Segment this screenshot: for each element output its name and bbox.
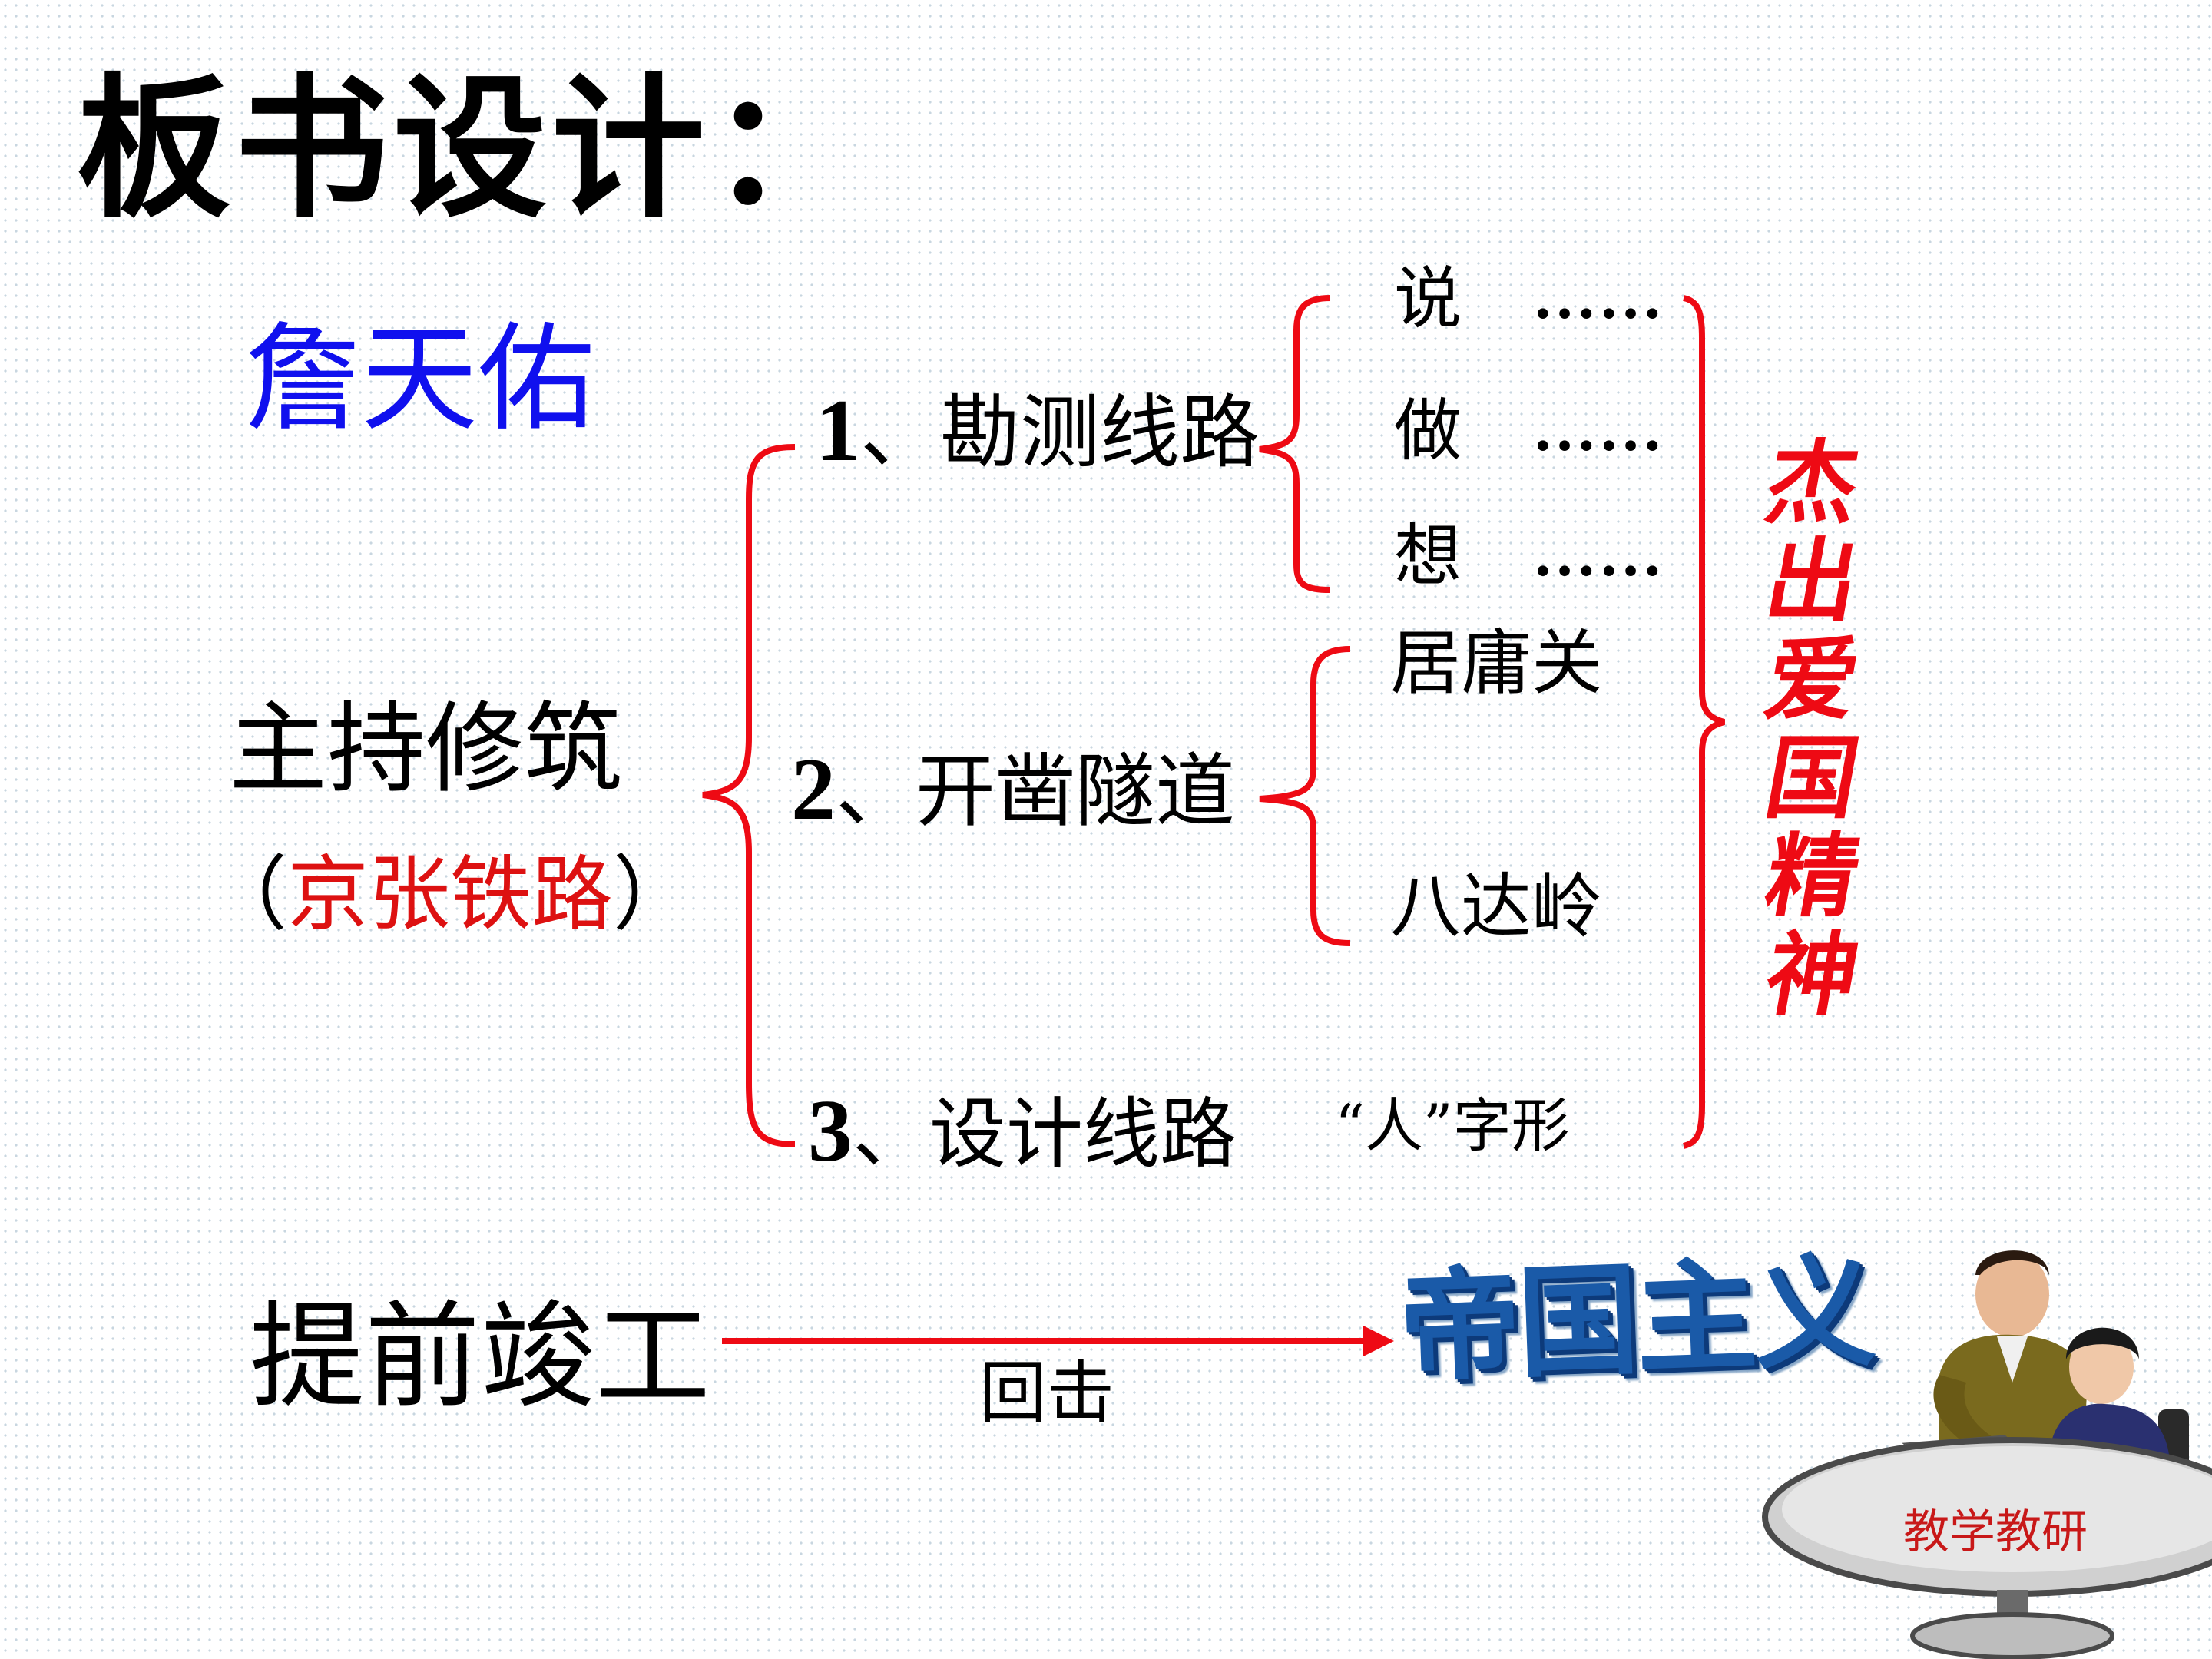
- right-brace: [1682, 295, 1726, 1149]
- step-3-text: 、设计线路: [853, 1089, 1237, 1179]
- step-1-text: 、勘测线路: [860, 386, 1260, 479]
- logo-text: 教学教研: [1903, 1505, 2088, 1559]
- spirit-char: 爱: [1757, 626, 1868, 733]
- subject-name: 詹天佑: [244, 311, 594, 447]
- survey-item-dots: ……: [1532, 518, 1664, 590]
- survey-item-dots: ……: [1532, 261, 1664, 333]
- arrow-head: [1363, 1326, 1394, 1356]
- completion-label: 提前竣工: [250, 1290, 711, 1424]
- main-brace: [702, 444, 796, 1147]
- paren-close: ）: [613, 847, 694, 942]
- survey-item-label: 说: [1394, 259, 1462, 338]
- survey-item-say: 说……: [1394, 265, 1663, 333]
- route-shape: “人”字形: [1335, 1091, 1570, 1160]
- survey-item-do: 做……: [1394, 397, 1663, 465]
- target-label: 帝国主义: [1396, 1241, 1876, 1399]
- people-at-table-clipart: [1762, 1250, 2212, 1659]
- main-label: 主持修筑: [229, 692, 623, 806]
- spirit-char: 神: [1757, 921, 1868, 1028]
- spirit-char: 精: [1757, 823, 1868, 929]
- tunnel-brace: [1259, 646, 1351, 946]
- survey-item-label: 做: [1394, 391, 1462, 470]
- survey-item-think: 想……: [1394, 522, 1663, 590]
- survey-item-label: 想: [1394, 516, 1462, 595]
- survey-item-dots: ……: [1532, 393, 1664, 465]
- step-2-number: 2: [791, 740, 836, 839]
- step-1-number: 1: [816, 382, 860, 480]
- railway-name: 京张铁路: [287, 847, 613, 942]
- step-2-text: 、开凿隧道: [836, 744, 1236, 838]
- spirit-char: 杰: [1757, 429, 1868, 536]
- step-2: 2、开凿隧道: [791, 745, 1235, 834]
- arrow-label: 回击: [979, 1353, 1115, 1432]
- step-3: 3、设计线路: [808, 1087, 1237, 1176]
- tunnel-juyongguan: 居庸关: [1390, 622, 1603, 704]
- step-1: 1、勘测线路: [816, 386, 1260, 475]
- railway-line: （京张铁路）: [206, 854, 694, 935]
- spirit-char: 国: [1757, 724, 1868, 831]
- spirit-vertical-text: 杰 出 爱 国 精 神: [1758, 429, 1868, 1028]
- spirit-char: 出: [1757, 528, 1868, 634]
- page-title: 板书设计：: [77, 60, 869, 239]
- survey-brace: [1259, 295, 1331, 593]
- paren-open: （: [206, 847, 287, 942]
- step-3-number: 3: [808, 1082, 853, 1181]
- tunnel-badaling: 八达岭: [1390, 866, 1603, 948]
